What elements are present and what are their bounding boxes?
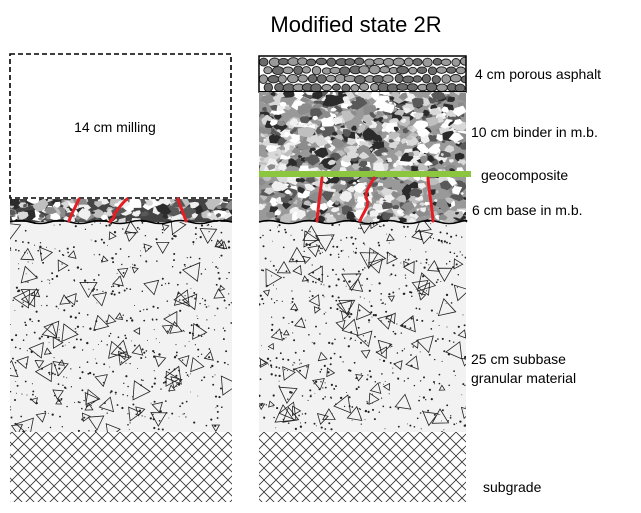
- left-base-boundary: [9, 219, 233, 225]
- right-column: [258, 55, 471, 502]
- right-crack-1: [315, 176, 324, 223]
- left-crack-3: [176, 197, 188, 223]
- right-crack-lines: [315, 176, 435, 223]
- left-subbase-layer: [10, 222, 232, 432]
- porous-asphalt-label: 4 cm porous asphalt: [475, 66, 601, 82]
- right-base-boundary: [258, 219, 468, 225]
- base-label: 6 cm base in m.b.: [472, 202, 583, 218]
- right-subgrade-layer: [259, 432, 466, 502]
- right-crack-3: [426, 176, 435, 223]
- geocomposite-layer: [259, 171, 471, 177]
- binder-and-base-layer: [259, 92, 466, 223]
- left-subgrade-layer: [10, 432, 232, 502]
- subbase-label-line2: granular material: [471, 370, 576, 386]
- subbase-label-line1: 25 cm subbase: [471, 351, 566, 367]
- geocomposite-label: geocomposite: [481, 167, 568, 183]
- subgrade-label: subgrade: [483, 479, 542, 495]
- left-crack-lines: [67, 197, 188, 224]
- left-column: 14 cm milling: [9, 53, 233, 502]
- layer-labels: 4 cm porous asphalt 10 cm binder in m.b.…: [471, 66, 601, 495]
- milling-box: [9, 53, 232, 199]
- diagram-title: Modified state 2R: [270, 12, 441, 37]
- left-crack-2: [108, 197, 129, 224]
- milling-label: 14 cm milling: [74, 119, 156, 135]
- porous-asphalt-layer: [259, 56, 466, 92]
- right-crack-2: [358, 176, 376, 223]
- right-subbase-layer: [259, 222, 466, 432]
- left-crack-1: [67, 197, 81, 223]
- binder-label: 10 cm binder in m.b.: [471, 124, 598, 140]
